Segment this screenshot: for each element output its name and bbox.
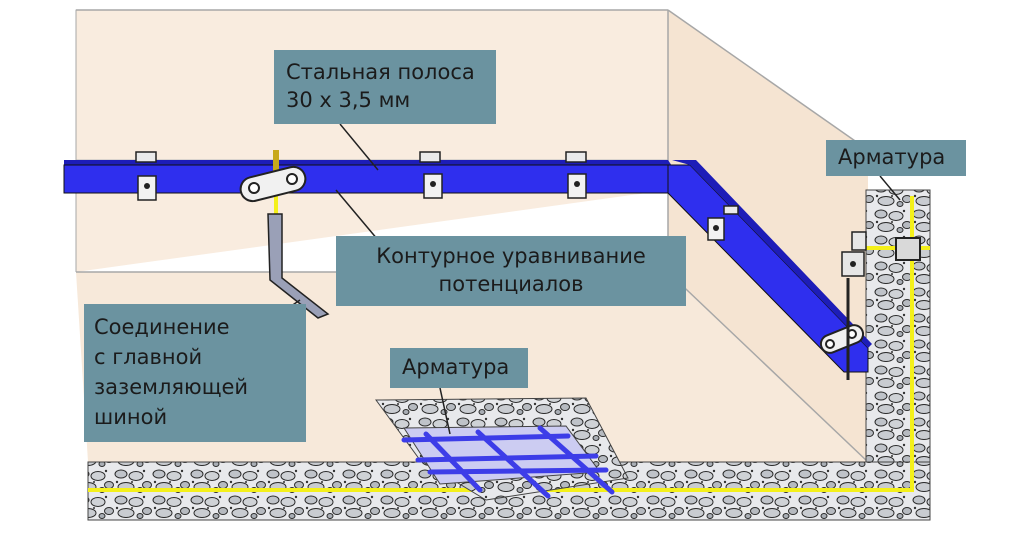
wall-rebar-bracket — [841, 231, 867, 380]
side-top-edge — [667, 9, 869, 151]
side-floor-edge — [667, 271, 869, 463]
rebar-yellow-floor-line — [88, 196, 914, 492]
potential-equalization-label: Контурное уравнивание потенциалов — [336, 236, 686, 306]
wall-clip — [135, 151, 157, 201]
main-ground-label-line: с главной — [94, 345, 203, 369]
connector-plate — [239, 165, 307, 203]
leader-rebar-floor — [439, 387, 451, 435]
mesh-bar — [423, 431, 483, 493]
mesh-bar — [537, 425, 615, 495]
wall-clip — [707, 205, 739, 241]
steel-strip-label-line: Стальная полоса — [286, 60, 475, 84]
potential-equalization-label-line: Контурное уравнивание — [376, 244, 646, 268]
wall-clip — [419, 151, 443, 199]
steel-strip-label: Стальная полоса 30 x 3,5 мм — [274, 50, 496, 124]
wall-connector-plate — [819, 324, 865, 354]
mesh-bar — [475, 429, 551, 499]
rebar-wall-label: Арматура — [826, 140, 966, 176]
rebar-floor-label-text: Арматура — [402, 355, 510, 379]
leader-steel-strip — [339, 123, 379, 171]
wall-concrete-column — [865, 189, 931, 463]
rebar-floor-label: Арматура — [390, 348, 528, 388]
leader-rebar-wall — [879, 175, 901, 201]
wall-clip — [565, 151, 587, 199]
floor-rebar-mesh — [401, 425, 615, 499]
main-ground-label-line: заземляющей — [94, 375, 249, 399]
ground-conduit — [267, 213, 330, 319]
main-ground-connection-label: Соединение с главной заземляющей шиной — [84, 304, 306, 442]
main-ground-label-line: шиной — [94, 405, 168, 429]
steel-strip-label-line: 30 x 3,5 мм — [286, 88, 411, 112]
rebar-wall-label-text: Арматура — [838, 145, 946, 169]
leader-contour — [335, 189, 379, 241]
rebar-wall-clamp — [895, 237, 921, 261]
main-ground-label-line: Соединение — [94, 315, 230, 339]
potential-equalization-label-line: потенциалов — [438, 272, 584, 296]
